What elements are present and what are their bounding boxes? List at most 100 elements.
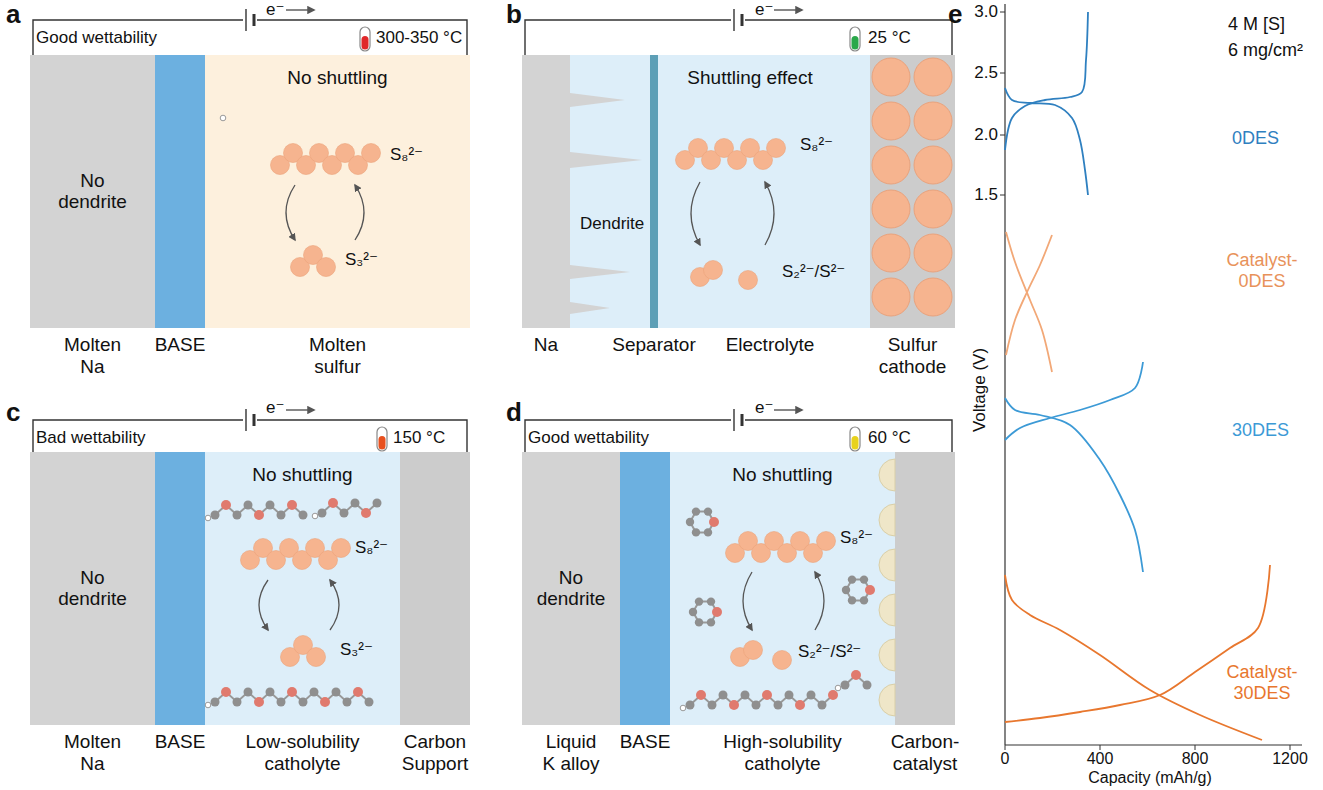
sulfur-particle: [872, 102, 910, 140]
redox-arrow: [286, 185, 295, 240]
tick-mark: [1000, 73, 1005, 74]
catalyst-particle: [879, 684, 895, 716]
solvent-molecule: [686, 507, 719, 536]
tube-liquid: [379, 436, 386, 450]
voltage-curve: [1005, 565, 1270, 722]
sulfur-atom: [817, 532, 836, 551]
carbon-atom: [695, 618, 703, 626]
sulfur-particle: [872, 190, 910, 228]
region-label: Carbon- catalyst: [885, 731, 965, 775]
electron-arrow: [774, 409, 802, 410]
voltage-curve: [1005, 398, 1143, 572]
series-label: Catalyst- 0DES: [1217, 250, 1307, 291]
carbon-atom: [719, 691, 728, 700]
tick-mark: [1100, 745, 1101, 750]
tick-mark: [1000, 135, 1005, 136]
anode-region: No dendriteMolten Na: [30, 452, 155, 725]
cathode-region: No shuttlingMolten sulfur: [205, 55, 470, 328]
thermometer-tube: [850, 427, 860, 451]
redox-arrow: [765, 182, 774, 245]
carbon-atom: [752, 701, 761, 710]
region-note: No shuttling: [252, 464, 352, 486]
dendrite: [570, 265, 630, 279]
region-note: No dendrite: [47, 567, 139, 611]
hydrogen-atom: [680, 705, 686, 711]
carbon-atom: [211, 698, 220, 707]
tick-mark: [1195, 745, 1196, 750]
carbon-atom: [340, 509, 349, 518]
x-axis: [1005, 744, 1302, 745]
annotation: Bad wettability: [36, 428, 146, 448]
carbon-atom: [211, 511, 220, 520]
carbon-atom: [860, 596, 868, 604]
carbon-atom: [689, 608, 697, 616]
region-label: Na: [534, 334, 558, 356]
tube-liquid: [362, 36, 369, 50]
species-label: S₂²⁻/S²⁻: [798, 642, 861, 662]
region-label: Molten Na: [55, 731, 130, 775]
sulfur-atom: [744, 641, 763, 660]
axis-tick: 2.5: [974, 63, 998, 83]
base-membrane: BASE: [620, 452, 670, 725]
sulfur-particle: [914, 58, 952, 96]
region-label: Carbon Support: [395, 731, 475, 775]
axis-tick: 400: [1087, 750, 1114, 768]
chart-axes: [1000, 4, 1302, 750]
sulfur-particle: [914, 190, 952, 228]
voltage-curve: [1006, 235, 1052, 355]
sulfur-atom: [362, 144, 381, 163]
carbon-atom: [708, 701, 717, 710]
carbon-atom: [704, 528, 712, 536]
sulfur-chain: [241, 539, 351, 570]
region-note: No shuttling: [287, 67, 387, 89]
oxygen-atom: [287, 500, 297, 510]
carbon-atom: [841, 681, 850, 690]
oxygen-atom: [254, 510, 264, 520]
annotation: 6 mg/cm²: [1228, 40, 1303, 61]
panel-letter: a: [6, 0, 20, 30]
tube-outline: [360, 27, 370, 51]
dendrite: [570, 152, 642, 168]
sulfur-chain: [676, 139, 786, 170]
oxygen-atom: [709, 517, 719, 527]
oxygen-atom: [353, 687, 363, 697]
region-label: Liquid K alloy: [538, 731, 604, 775]
carbon-atom: [818, 701, 827, 710]
region-label: Molten sulfur: [288, 334, 388, 378]
battery-plate: [733, 409, 734, 431]
wire-gap: [243, 408, 257, 432]
sulfur-particle: [914, 146, 952, 184]
thermometer-tube: [360, 27, 370, 51]
carbon-atom: [692, 528, 700, 536]
series-label: 30DES: [1232, 420, 1289, 441]
anode-region: Na: [522, 55, 570, 328]
carbon-atom: [373, 499, 382, 508]
voltage-curve: [1005, 88, 1088, 195]
oxygen-atom: [361, 508, 371, 518]
solvent-molecule: [205, 687, 373, 708]
oxygen-atom: [221, 687, 231, 697]
solvent-molecule: [680, 690, 838, 711]
sulfur-particle: [872, 58, 910, 96]
axis-title: Voltage (V): [970, 348, 990, 432]
annotation: Dendrite: [580, 214, 644, 234]
voltage-curve: [1005, 575, 1262, 740]
catholyte-region: No shuttlingLow-solubility catholyte: [205, 452, 400, 725]
redox-arrow: [815, 572, 824, 630]
axis-tick: 1.5: [974, 185, 998, 205]
carbon-atom: [704, 507, 712, 515]
species-label: S₂²⁻/S²⁻: [782, 262, 845, 282]
wire-gap: [243, 8, 257, 32]
sulfur-particle: [872, 234, 910, 272]
carbon-atom: [686, 701, 695, 710]
carbon-atom: [266, 501, 275, 510]
sulfur-atom: [773, 651, 792, 670]
hydrogen-atom: [220, 115, 226, 121]
electron-label: e⁻: [755, 398, 773, 418]
carbon-atom: [332, 688, 341, 697]
electron-arrow: [286, 9, 314, 10]
region-label: BASE: [155, 334, 206, 356]
oxygen-atom: [762, 690, 772, 700]
thermometer-tube: [377, 427, 387, 451]
panel-letter: d: [506, 398, 522, 428]
